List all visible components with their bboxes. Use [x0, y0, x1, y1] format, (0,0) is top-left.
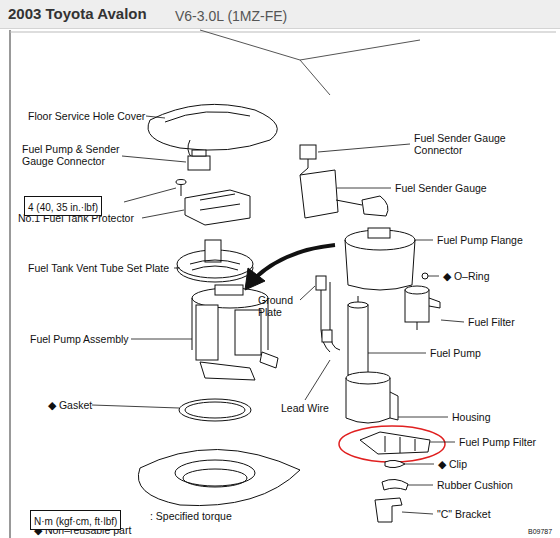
- part-label: Housing: [452, 411, 491, 423]
- box-text: N·m (kgf·cm, ft·lbf): [34, 516, 117, 527]
- box-text: 4 (40, 35 in.·lbf): [28, 202, 98, 213]
- part-label: Fuel Sender Gauge Connector: [414, 132, 519, 156]
- torque-box: 4 (40, 35 in.·lbf): [24, 196, 102, 216]
- page-title: 2003 Toyota Avalon: [8, 5, 147, 22]
- part-label: ◆ Gasket: [48, 399, 92, 411]
- part-label: Rubber Cushion: [437, 479, 513, 491]
- torque-box: N·m (kgf·cm, ft·lbf): [30, 510, 121, 530]
- part-label: : Specified torque: [150, 510, 232, 522]
- part-label: Fuel Pump Filter: [459, 436, 536, 448]
- part-label: ◆ O–Ring: [443, 270, 490, 282]
- part-label: Fuel Tank Vent Tube Set Plate: [28, 262, 169, 274]
- part-label: Fuel Sender Gauge: [395, 182, 487, 194]
- part-label: Lead Wire: [281, 402, 329, 414]
- part-label: Floor Service Hole Cover: [28, 110, 145, 122]
- part-label: Fuel Filter: [468, 316, 515, 328]
- part-label: Ground Plate: [258, 294, 303, 318]
- part-label: Fuel Pump Flange: [437, 234, 523, 246]
- engine-subtitle: V6-3.0L (1MZ-FE): [175, 8, 287, 24]
- part-label: Fuel Pump & Sender Gauge Connector: [22, 143, 132, 167]
- part-label: Fuel Pump Assembly: [30, 333, 129, 345]
- part-label: B09787: [528, 526, 552, 538]
- part-label: "C" Bracket: [437, 508, 491, 520]
- part-label: Fuel Pump: [430, 347, 481, 359]
- part-label: ◆ Clip: [438, 458, 467, 470]
